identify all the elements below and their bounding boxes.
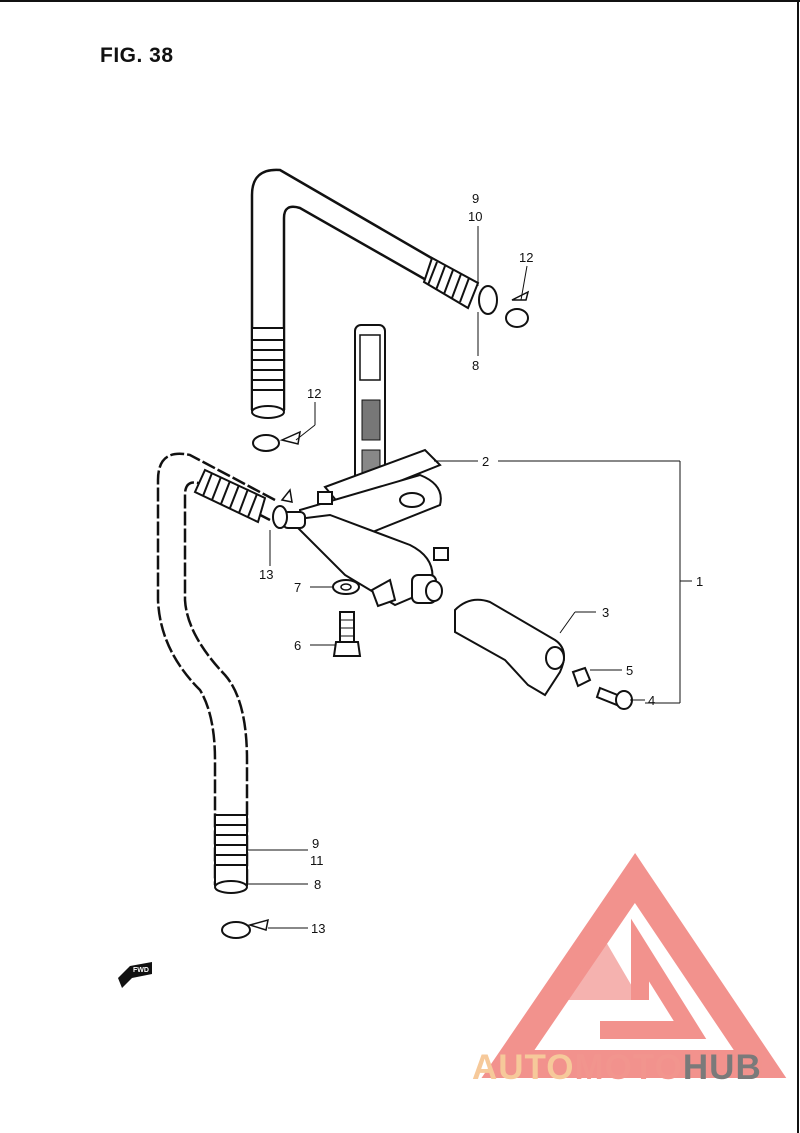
- figure-title: FIG. 38: [100, 44, 174, 67]
- watermark-logo: [481, 853, 787, 1078]
- top-hose-protector-lower: [251, 327, 285, 419]
- callout-13-lower: 13: [311, 921, 325, 936]
- washer-7: [332, 579, 360, 595]
- bottom-hose-protector-lower: [214, 814, 248, 894]
- screw-6: [332, 611, 362, 657]
- fwd-arrow-icon: FWD: [118, 962, 152, 988]
- brand-moto: MOTO: [574, 1048, 683, 1087]
- hose-clip-13-lower: [221, 918, 269, 939]
- callout-12-left: 12: [307, 386, 321, 401]
- callout-2: 2: [482, 454, 489, 469]
- hose-clip-12-left: [252, 430, 301, 452]
- callout-1: 1: [696, 574, 703, 589]
- top-fuel-hose: [250, 168, 498, 419]
- callout-9-top: 9: [472, 191, 479, 206]
- washer-5: [571, 666, 592, 688]
- callout-11-bottom: 11: [310, 853, 324, 868]
- fwd-arrow-label: FWD: [133, 967, 149, 974]
- callout-13-upper: 13: [259, 567, 273, 582]
- callout-3: 3: [602, 605, 609, 620]
- brand-auto: AUTO: [472, 1048, 575, 1087]
- leader-lines: [247, 226, 692, 929]
- bottom-fuel-hose: [156, 452, 276, 894]
- hose-clip-13-upper: [272, 488, 293, 529]
- callout-7: 7: [294, 580, 301, 595]
- callout-6: 6: [294, 638, 301, 653]
- bottom-hose-protector-upper: [193, 468, 267, 524]
- screw-4: [595, 686, 633, 710]
- callout-8-top: 8: [472, 358, 479, 373]
- brand-hub: HUB: [682, 1048, 762, 1087]
- callout-5: 5: [626, 663, 633, 678]
- fuel-cock-assembly: [282, 324, 449, 608]
- callout-9-bottom: 9: [312, 836, 319, 851]
- watermark-brand-text: AUTOMOTOHUB: [472, 1048, 762, 1088]
- top-hose-protector-upper: [422, 256, 498, 315]
- callout-8-bottom: 8: [314, 877, 321, 892]
- fuel-cock-lever-3: [454, 598, 565, 697]
- callout-4: 4: [648, 693, 655, 708]
- hose-clip-12-right: [505, 290, 530, 328]
- callout-10-top: 10: [468, 209, 482, 224]
- callout-12-right: 12: [519, 250, 533, 265]
